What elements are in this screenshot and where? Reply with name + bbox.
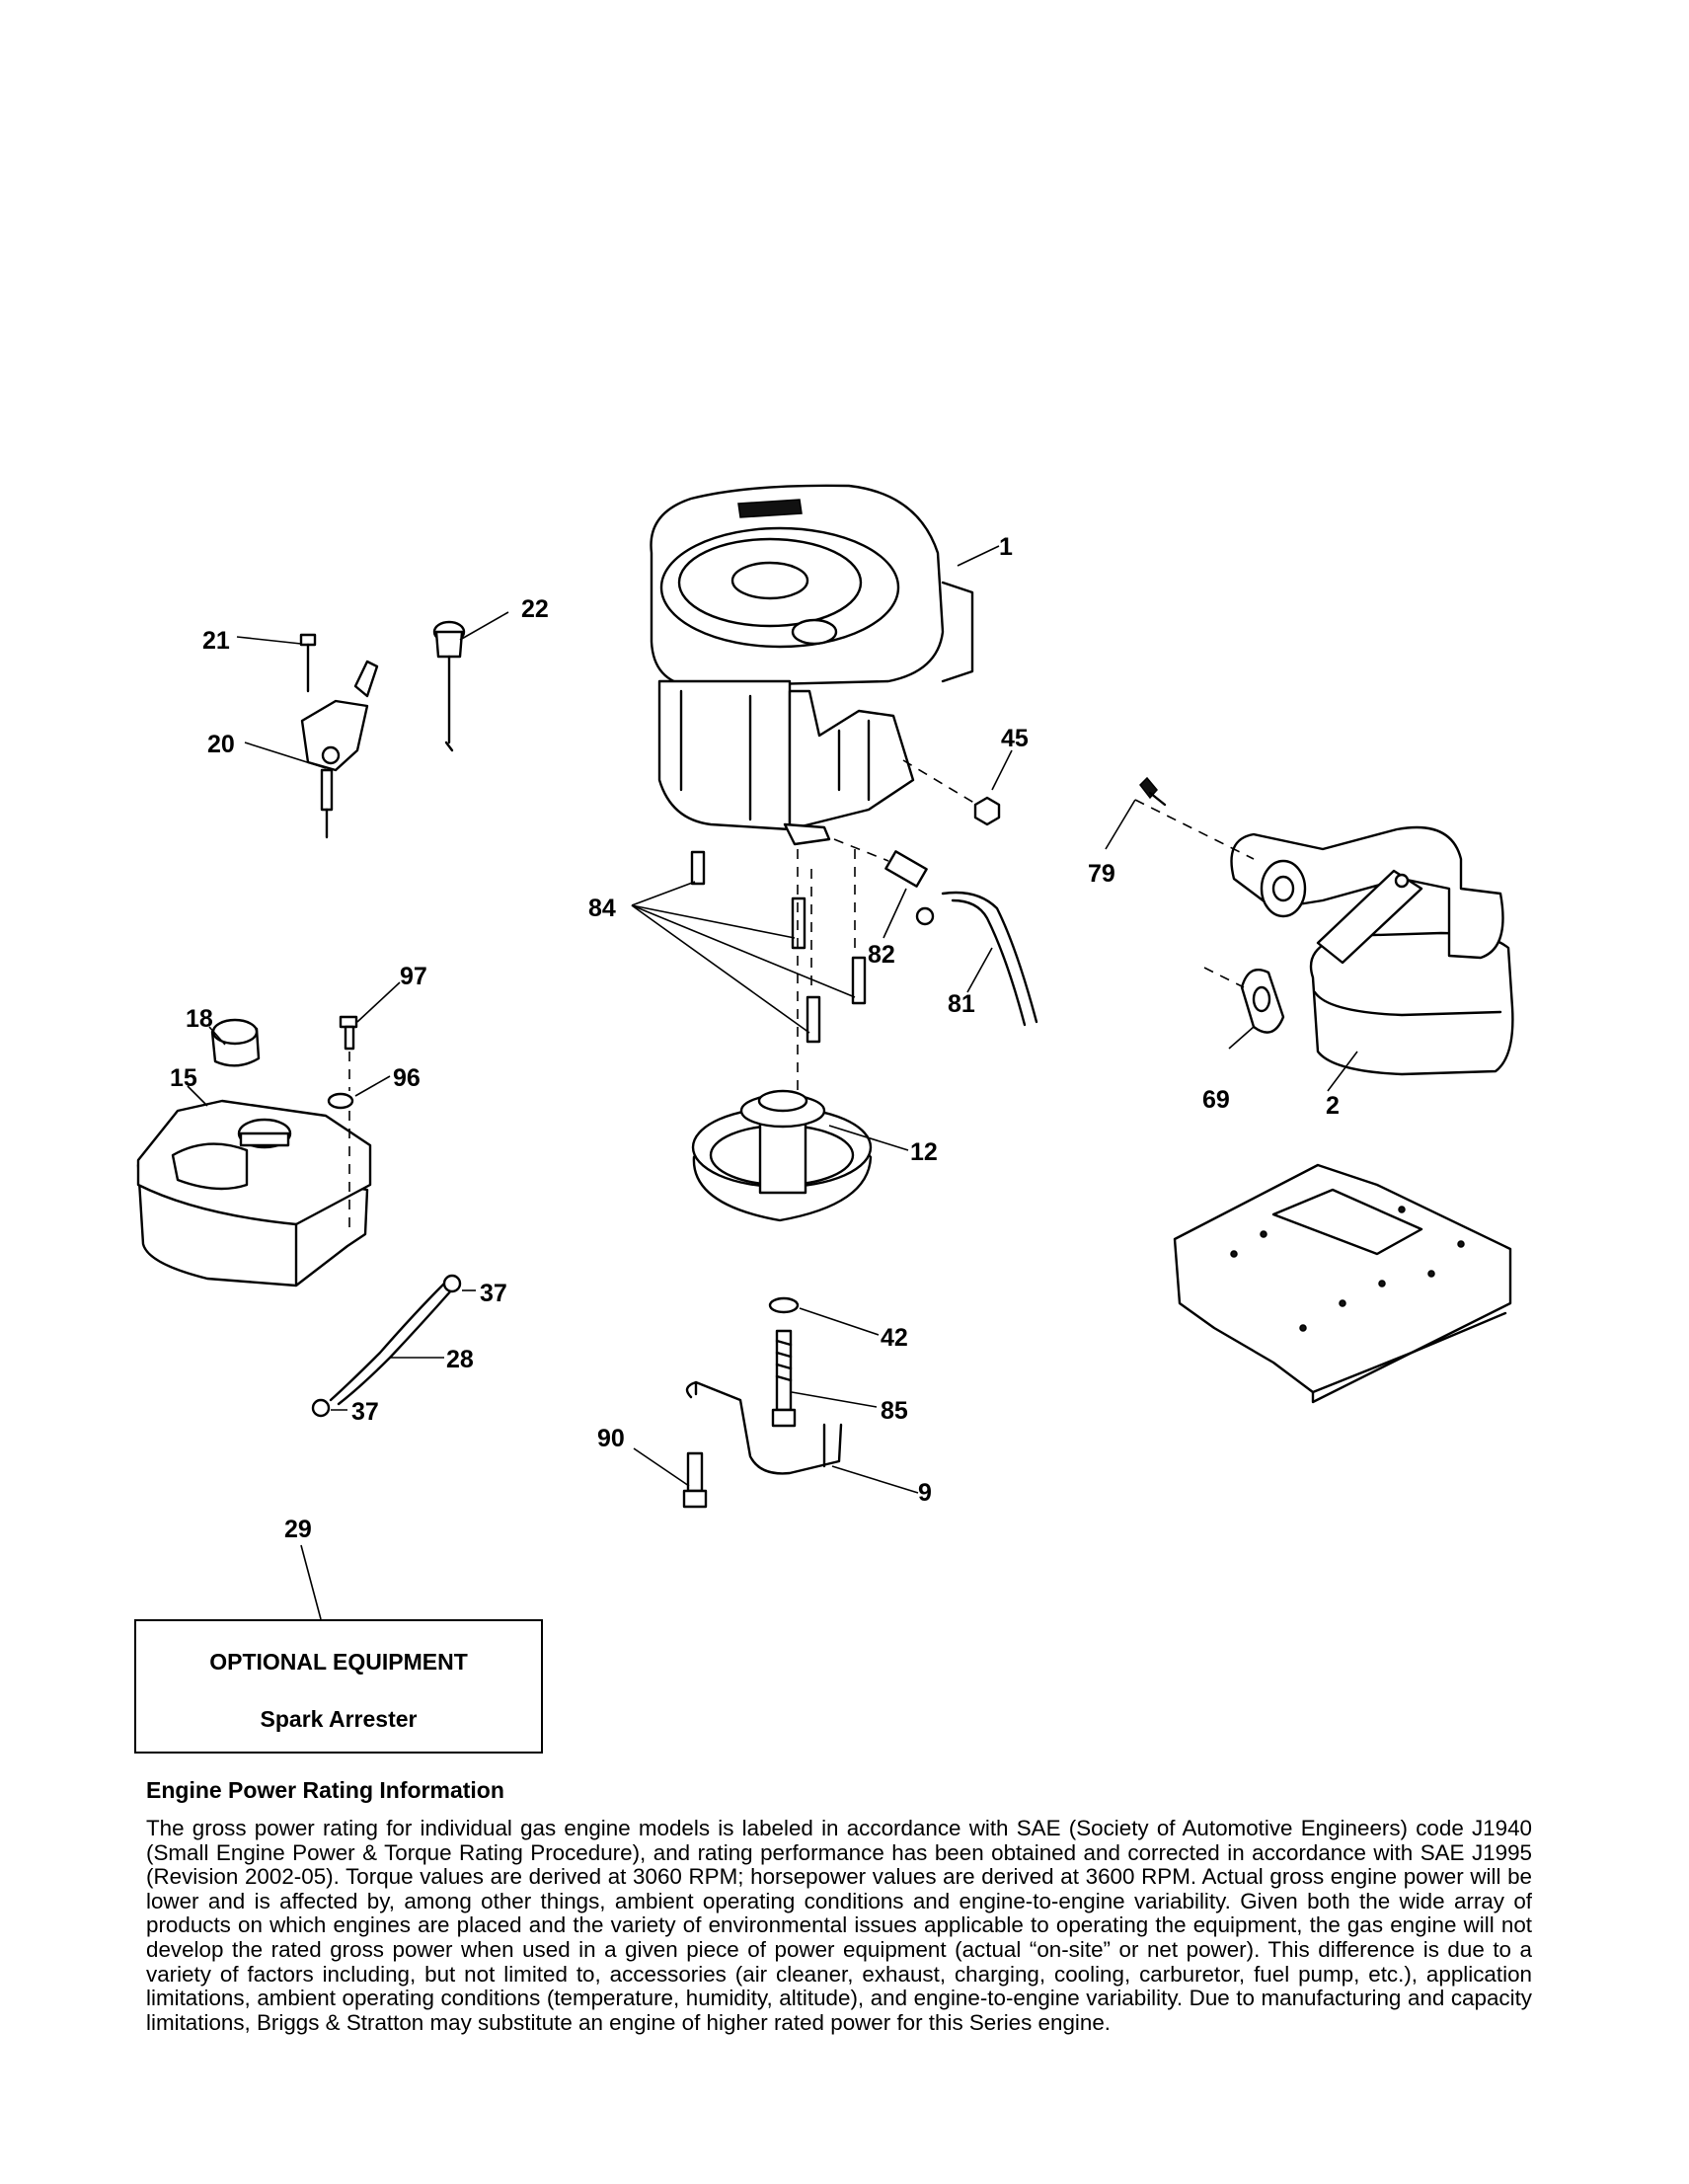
callout-labels: 1 22 21 20 45 79 84 82 97 81 18 96 15 69… [170,533,1340,1543]
callout-12: 12 [910,1138,938,1166]
muffler-2 [1105,776,1514,1092]
nut-45 [902,749,1013,826]
engine-power-heading: Engine Power Rating Information [146,1777,504,1803]
engine-mounting-plate [1173,1163,1512,1404]
callout-22: 22 [521,595,549,623]
callout-97: 97 [400,963,427,990]
optional-equipment-item: Spark Arrester [260,1706,418,1732]
bolts-84 [631,849,867,1145]
callout-85: 85 [881,1397,908,1425]
callout-79: 79 [1088,860,1115,888]
callout-45: 45 [1001,725,1029,752]
callout-96: 96 [393,1064,421,1092]
callout-21: 21 [202,627,230,655]
washer-and-bolt [768,1296,880,1428]
bracket-9 [633,1380,919,1509]
callout-90: 90 [597,1425,625,1452]
fuel-tank-15 [136,1018,372,1287]
callout-2: 2 [1326,1092,1340,1120]
screw-and-washer [327,981,401,1229]
callout-42: 42 [881,1324,908,1352]
pulley-part [691,1089,909,1222]
callout-37-bottom: 37 [351,1398,379,1426]
leader-29 [300,1544,322,1620]
fuel-line-81 [833,838,1038,1027]
fuel-line-28 [311,1274,476,1418]
callout-28: 28 [446,1346,474,1373]
callout-69: 69 [1202,1086,1230,1114]
callout-81: 81 [948,990,975,1018]
engine-power-paragraph: The gross power rating for individual ga… [146,1816,1532,2035]
dipstick-22 [432,611,509,752]
callout-18: 18 [186,1005,213,1033]
callout-29: 29 [284,1516,312,1543]
optional-equipment-box: OPTIONAL EQUIPMENT Spark Arrester [134,1619,543,1754]
engine-part [650,484,1000,846]
throttle-control-20 [236,633,379,839]
callout-1: 1 [999,533,1013,561]
callout-20: 20 [207,731,235,758]
optional-equipment-title: OPTIONAL EQUIPMENT [209,1649,468,1675]
callout-37-top: 37 [480,1280,507,1307]
callout-84: 84 [588,895,616,922]
callout-9: 9 [918,1479,932,1507]
callout-82: 82 [868,941,895,969]
callout-15: 15 [170,1064,197,1092]
